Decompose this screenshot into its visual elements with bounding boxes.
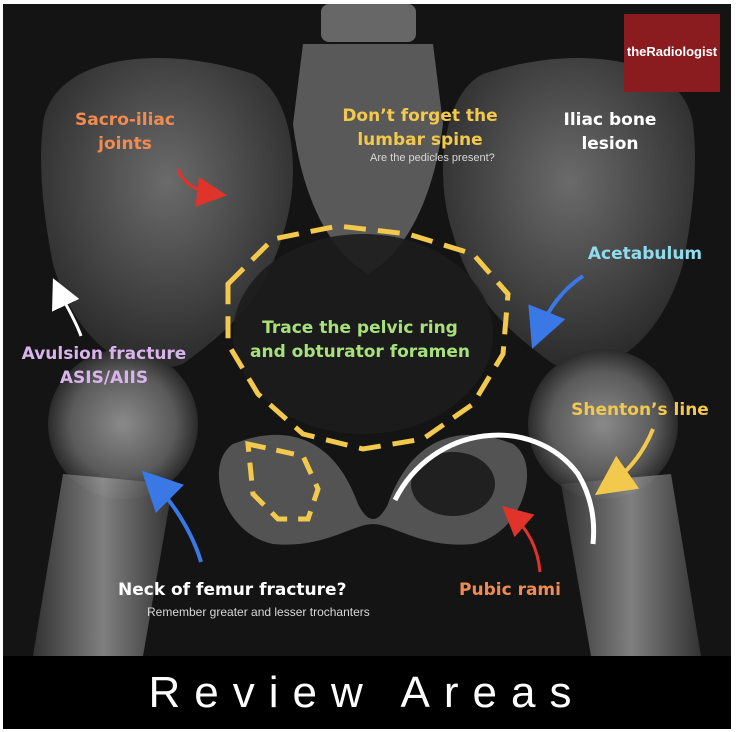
obturator-foramen-trace	[245, 440, 321, 522]
right-obturator-foramen	[411, 452, 495, 516]
sacroiliac-arrow	[176, 168, 227, 207]
left-femoral-head	[48, 349, 198, 499]
avulsion-label-line2: ASIS/AIIS	[59, 368, 149, 388]
brand-logo-text: theRadiologist	[626, 44, 718, 59]
avulsion-arrow	[52, 278, 83, 337]
pelvic-label-line1: Trace the pelvic ring	[262, 318, 458, 338]
femur-sublabel: Remember greater and lesser trochanters	[147, 605, 370, 619]
shenton-label: Shenton’s line	[571, 400, 709, 420]
right-femur-shaft	[561, 474, 701, 656]
femur-arrow	[141, 470, 203, 563]
left-femur-shaft	[33, 474, 173, 656]
pelvic-ring-trace	[225, 223, 511, 452]
femur-label: Neck of femur fracture?	[118, 580, 347, 600]
acetabulum-arrow	[528, 274, 585, 349]
banner-title: Review Areas	[148, 668, 586, 717]
pubic-arrow	[502, 506, 542, 573]
acetabulum-label: Acetabulum	[587, 244, 703, 264]
lumbar-label: Don’t forget the lumbar spine	[315, 104, 525, 152]
sacroiliac-label-line1: Sacro-iliac	[75, 110, 175, 130]
avulsion-label: Avulsion fracture ASIS/AIIS	[0, 342, 208, 390]
pelvic-ring-label: Trace the pelvic ring and obturator fora…	[230, 316, 490, 364]
lumbar-label-line2: lumbar spine	[357, 130, 483, 150]
iliac-label-line1: Iliac bone	[563, 110, 657, 130]
review-areas-banner: Review Areas	[3, 656, 731, 729]
avulsion-label-line1: Avulsion fracture	[21, 344, 187, 364]
pelvic-inlet	[233, 234, 493, 434]
pelvic-label-line2: and obturator foramen	[250, 342, 470, 362]
sacrum	[293, 44, 443, 274]
shentons-line	[392, 432, 597, 545]
iliac-lesion-label: Iliac bone lesion	[540, 108, 680, 156]
pubic-rami-label: Pubic rami	[459, 580, 561, 600]
sacroiliac-label: Sacro-iliac joints	[50, 108, 200, 156]
sacroiliac-label-line2: joints	[98, 134, 152, 154]
shenton-arrow	[594, 428, 655, 496]
brand-logo-box: theRadiologist	[624, 14, 720, 92]
pelvis-xray-image	[3, 4, 731, 656]
lumbar-label-line1: Don’t forget the	[342, 106, 498, 126]
lumbar-vertebra	[321, 4, 416, 42]
lumbar-sublabel: Are the pedicles present?	[370, 152, 495, 164]
iliac-label-line2: lesion	[581, 134, 639, 154]
